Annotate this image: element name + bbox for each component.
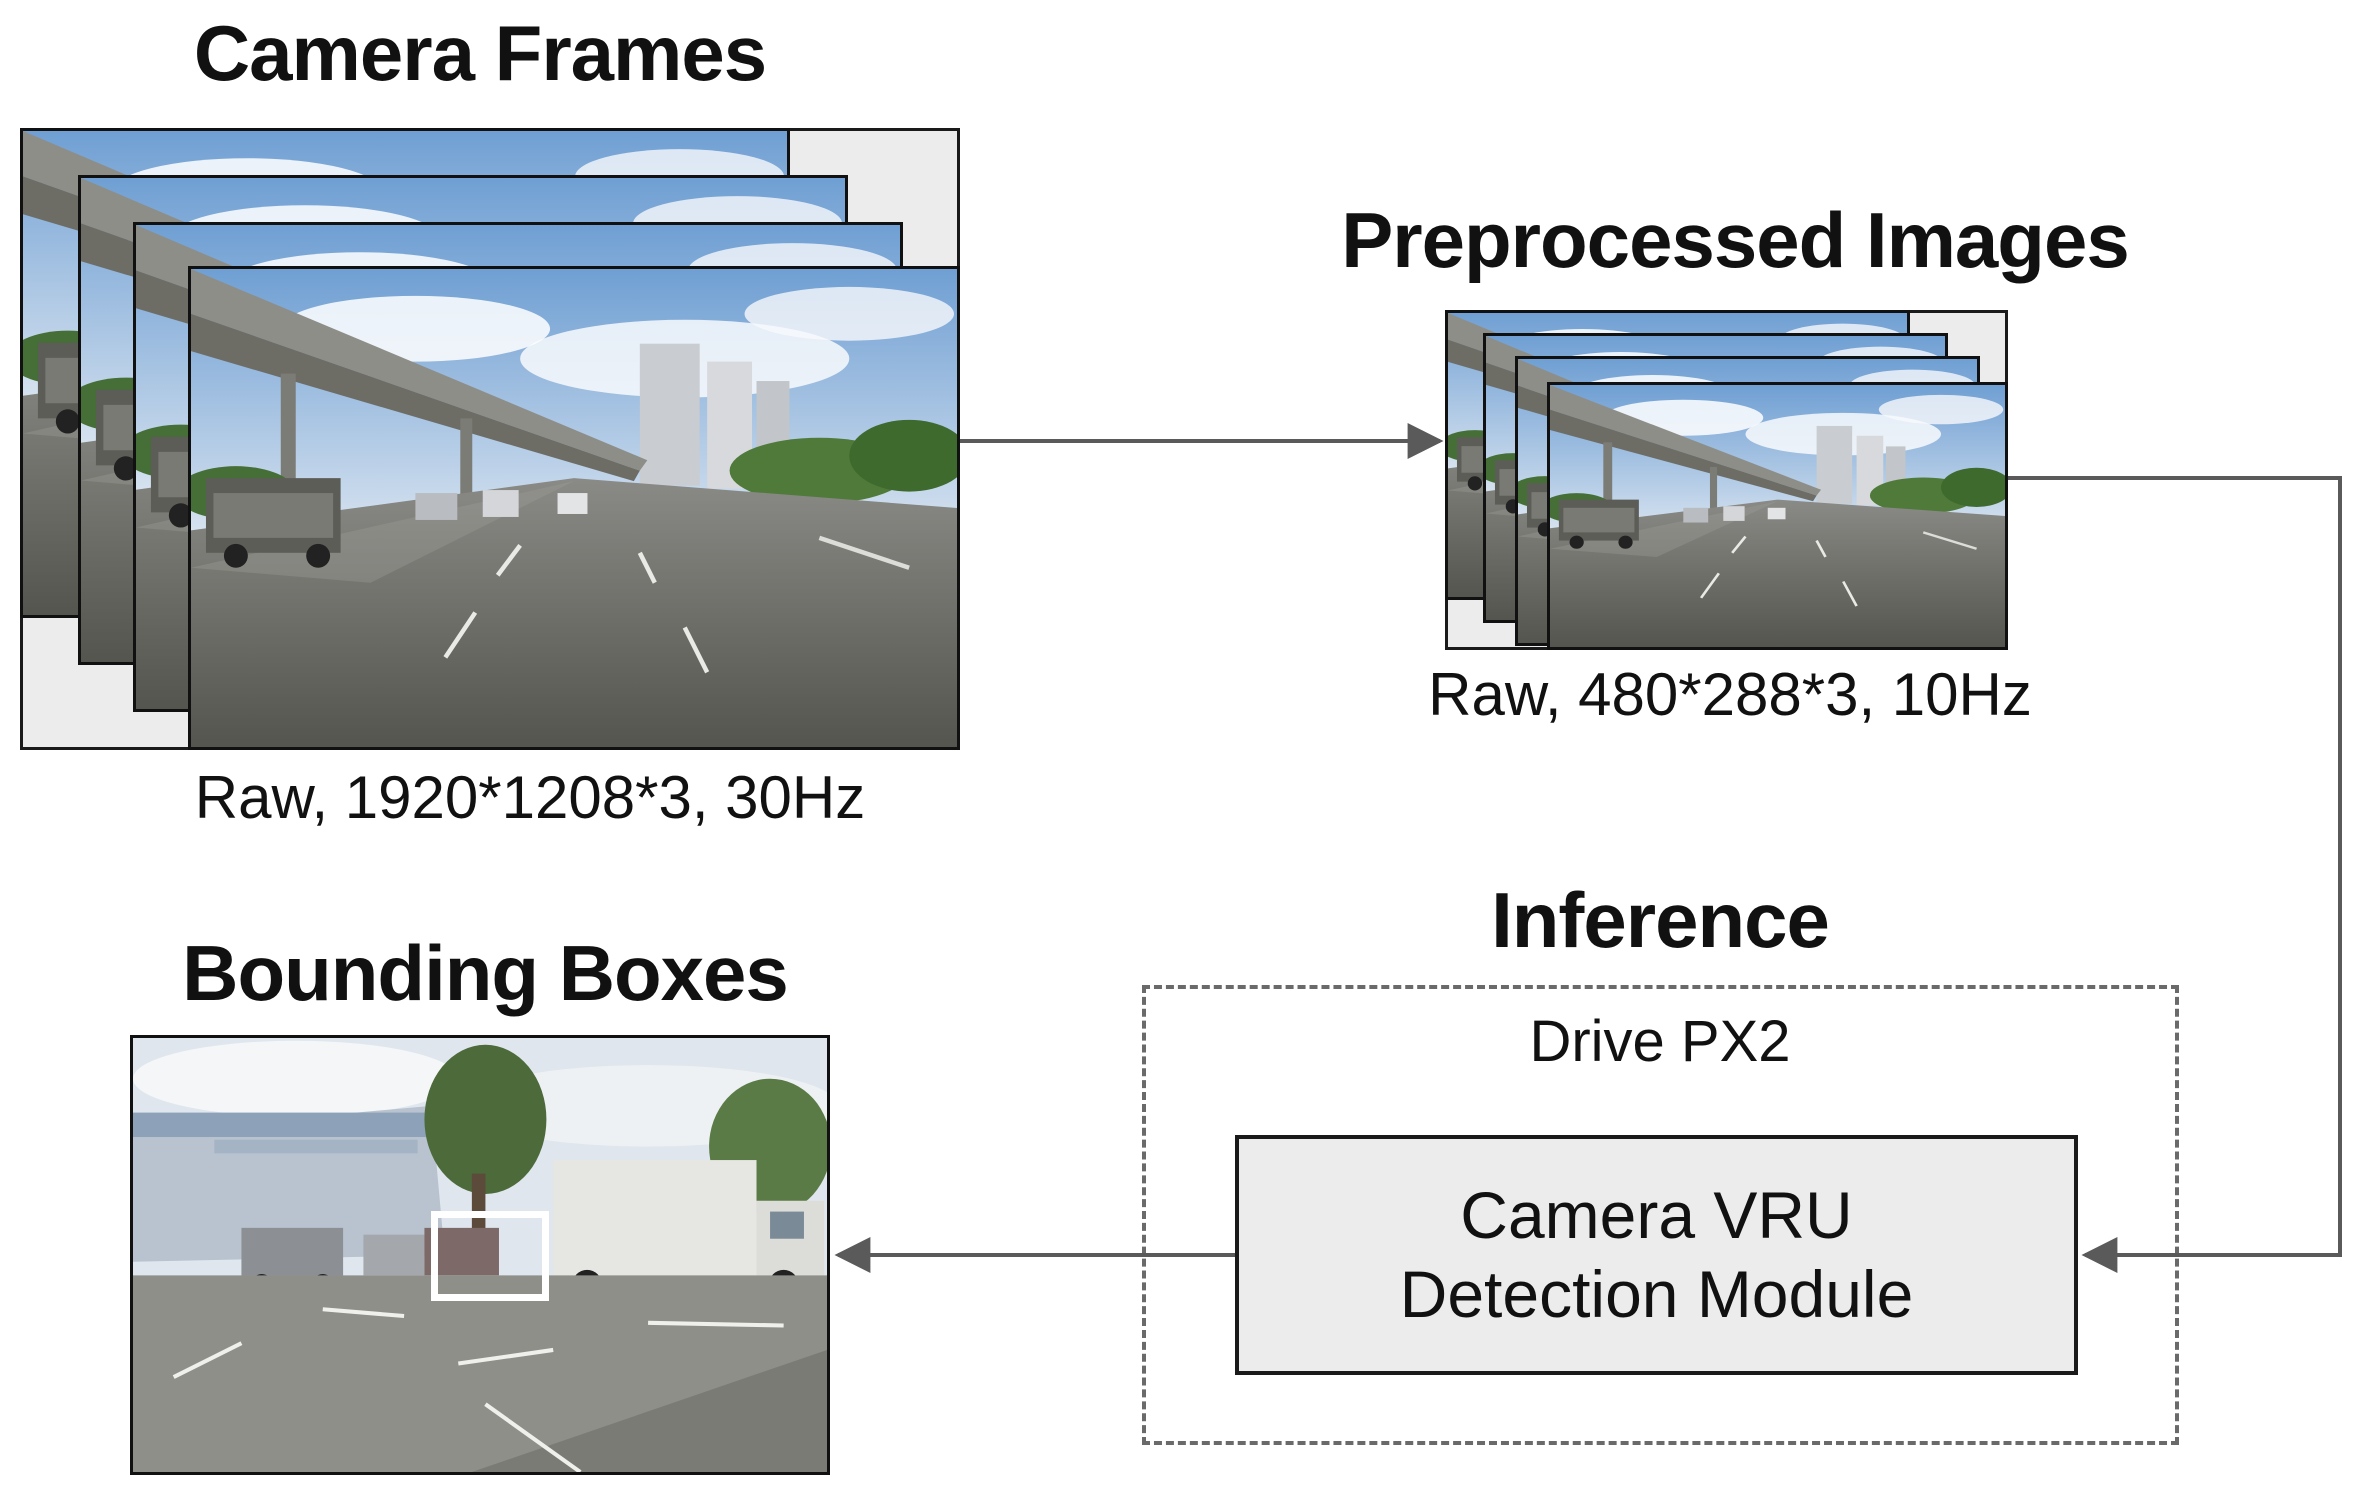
bounding-boxes-title: Bounding Boxes [182,929,789,1017]
preprocessed-frame-4 [1547,382,2008,650]
detection-box [431,1211,549,1301]
camera-vru-detection-module: Camera VRU Detection Module [1235,1135,2078,1375]
camera-frames-title: Camera Frames [193,9,767,97]
module-label-line1: Camera VRU [1460,1177,1853,1252]
camera-frames-caption: Raw, 1920*1208*3, 30Hz [194,764,866,831]
preprocessed-images-caption: Raw, 480*288*3, 10Hz [1428,661,2032,728]
preprocessed-images-title: Preprocessed Images [1341,196,2129,284]
inference-title: Inference [1491,876,1830,964]
module-label-line2: Detection Module [1399,1257,1914,1331]
drive-px2-label: Drive PX2 [1529,1009,1791,1074]
bounding-boxes-image [130,1035,830,1475]
camera-frame-4 [188,266,960,750]
arrow-preprocessed-to-module [2008,476,2342,1273]
inference-platform-box [1142,985,2179,1445]
